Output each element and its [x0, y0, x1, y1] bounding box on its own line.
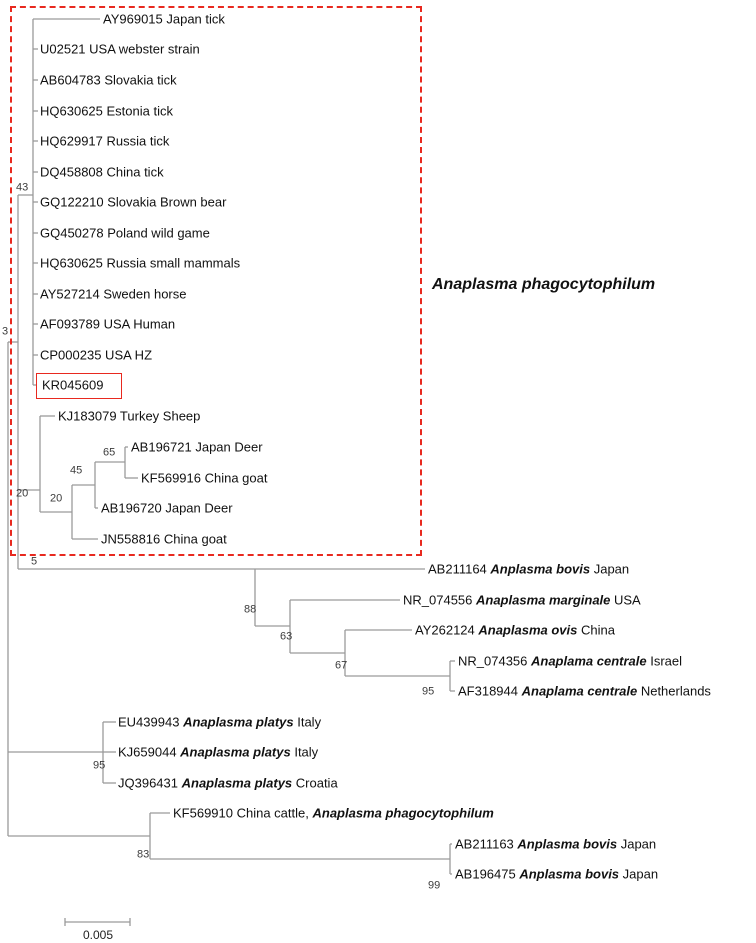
- taxon-label: HQ630625 Estonia tick: [40, 105, 173, 118]
- label-part: Anplasma bovis: [517, 836, 618, 852]
- label-part: Anaplama centrale: [531, 653, 647, 669]
- label-part: Anplasma bovis: [519, 866, 620, 882]
- bootstrap-value: 95: [93, 759, 106, 772]
- scale-bar-label: 0.005: [82, 928, 114, 942]
- bootstrap-value: 63: [280, 630, 293, 643]
- taxon-label: AB196721 Japan Deer: [131, 441, 263, 454]
- label-part: AB196720 Japan Deer: [101, 500, 233, 516]
- label-part: AB211164: [428, 561, 491, 577]
- label-part: Anaplasma ovis: [478, 622, 578, 638]
- label-part: Anaplasma platys: [180, 744, 291, 760]
- bootstrap-value: 5: [31, 555, 38, 568]
- label-part: CP000235 USA HZ: [40, 347, 153, 363]
- label-part: KF569910 China cattle,: [173, 805, 313, 821]
- label-part: HQ630625 Russia small mammals: [40, 255, 241, 271]
- taxon-label: KJ183079 Turkey Sheep: [58, 410, 200, 423]
- taxon-label: JN558816 China goat: [101, 533, 227, 546]
- taxon-label: JQ396431 Anaplasma platys Croatia: [118, 777, 338, 790]
- taxon-label: GQ122210 Slovakia Brown bear: [40, 196, 226, 209]
- label-part: USA: [610, 592, 641, 608]
- taxon-label: GQ450278 Poland wild game: [40, 227, 210, 240]
- bootstrap-value: 83: [137, 848, 150, 861]
- taxon-label: AB604783 Slovakia tick: [40, 74, 177, 87]
- label-part: KJ659044: [118, 744, 181, 760]
- taxon-label: DQ458808 China tick: [40, 166, 164, 179]
- label-part: GQ122210 Slovakia Brown bear: [40, 194, 227, 210]
- label-part: AB196721 Japan Deer: [131, 439, 263, 455]
- label-part: EU439943: [118, 714, 184, 730]
- label-part: Croatia: [292, 775, 338, 791]
- label-part: U02521 USA webster strain: [40, 41, 200, 57]
- taxon-label: U02521 USA webster strain: [40, 43, 200, 56]
- label-part: GQ450278 Poland wild game: [40, 225, 210, 241]
- label-part: Netherlands: [637, 683, 711, 699]
- bootstrap-value: 88: [244, 603, 257, 616]
- label-part: JQ396431: [118, 775, 182, 791]
- taxon-label: AF093789 USA Human: [40, 318, 175, 331]
- label-part: Japan: [617, 836, 657, 852]
- taxon-label: AF318944 Anaplama centrale Netherlands: [458, 685, 711, 698]
- bootstrap-value: 65: [103, 446, 116, 459]
- label-part: JN558816 China goat: [101, 531, 227, 547]
- label-part: AB604783 Slovakia tick: [40, 72, 177, 88]
- label-part: AY262124: [415, 622, 479, 638]
- label-part: KR045609: [42, 377, 104, 393]
- label-part: Anaplasma platys: [181, 775, 293, 791]
- taxon-label: AY527214 Sweden horse: [40, 288, 186, 301]
- label-part: Anplasma bovis: [490, 561, 591, 577]
- taxon-label: EU439943 Anaplasma platys Italy: [118, 716, 321, 729]
- label-part: NR_074356: [458, 653, 531, 669]
- bootstrap-value: 20: [16, 487, 29, 500]
- phagocytophilum-clade-dashed-box: [10, 6, 422, 556]
- label-part: HQ629917 Russia tick: [40, 133, 170, 149]
- taxon-label: KJ659044 Anaplasma platys Italy: [118, 746, 318, 759]
- taxon-label: KF569910 China cattle, Anaplasma phagocy…: [173, 807, 494, 820]
- bootstrap-value: 43: [16, 181, 29, 194]
- label-part: AY969015 Japan tick: [103, 11, 225, 27]
- taxon-label: AY969015 Japan tick: [103, 13, 225, 26]
- taxon-label: AB196475 Anplasma bovis Japan: [455, 868, 658, 881]
- clade-title: Anaplasma phagocytophilum: [432, 276, 656, 293]
- label-part: Italy: [293, 714, 322, 730]
- bootstrap-value: 95: [422, 685, 435, 698]
- bootstrap-value: 99: [428, 879, 441, 892]
- label-part: Anaplasma marginale: [476, 592, 611, 608]
- taxon-label: HQ630625 Russia small mammals: [40, 257, 240, 270]
- label-part: NR_074556: [403, 592, 476, 608]
- label-part: AY527214 Sweden horse: [40, 286, 187, 302]
- taxon-label: HQ629917 Russia tick: [40, 135, 169, 148]
- taxon-label-kr045609: KR045609: [42, 379, 103, 392]
- taxon-label: AB196720 Japan Deer: [101, 502, 233, 515]
- taxon-label: NR_074356 Anaplama centrale Israel: [458, 655, 682, 668]
- taxon-label: AB211163 Anplasma bovis Japan: [455, 838, 656, 851]
- label-part: Anaplama centrale: [521, 683, 638, 699]
- label-part: KF569916 China goat: [141, 470, 268, 486]
- label-part: Anaplasma platys: [183, 714, 294, 730]
- label-part: Italy: [290, 744, 319, 760]
- label-part: AF093789 USA Human: [40, 316, 176, 332]
- label-part: AB196475: [455, 866, 520, 882]
- taxon-label: CP000235 USA HZ: [40, 349, 152, 362]
- label-part: Japan: [590, 561, 630, 577]
- taxon-label: KF569916 China goat: [141, 472, 267, 485]
- bootstrap-value: 20: [50, 492, 63, 505]
- label-part: KJ183079 Turkey Sheep: [58, 408, 201, 424]
- label-part: DQ458808 China tick: [40, 164, 164, 180]
- label-part: China: [577, 622, 615, 638]
- bootstrap-value: 3: [2, 325, 9, 338]
- taxon-label: AB211164 Anplasma bovis Japan: [428, 563, 629, 576]
- taxon-label: AY262124 Anaplasma ovis China: [415, 624, 615, 637]
- label-part: Anaplasma phagocytophilum: [312, 805, 494, 821]
- label-part: AF318944: [458, 683, 522, 699]
- label-part: Japan: [619, 866, 659, 882]
- label-part: HQ630625 Estonia tick: [40, 103, 173, 119]
- bootstrap-value: 45: [70, 464, 83, 477]
- label-part: Israel: [646, 653, 683, 669]
- label-part: AB211163: [455, 836, 518, 852]
- taxon-label: NR_074556 Anaplasma marginale USA: [403, 594, 641, 607]
- bootstrap-value: 67: [335, 659, 348, 672]
- kr045609-highlight-box: [36, 373, 122, 399]
